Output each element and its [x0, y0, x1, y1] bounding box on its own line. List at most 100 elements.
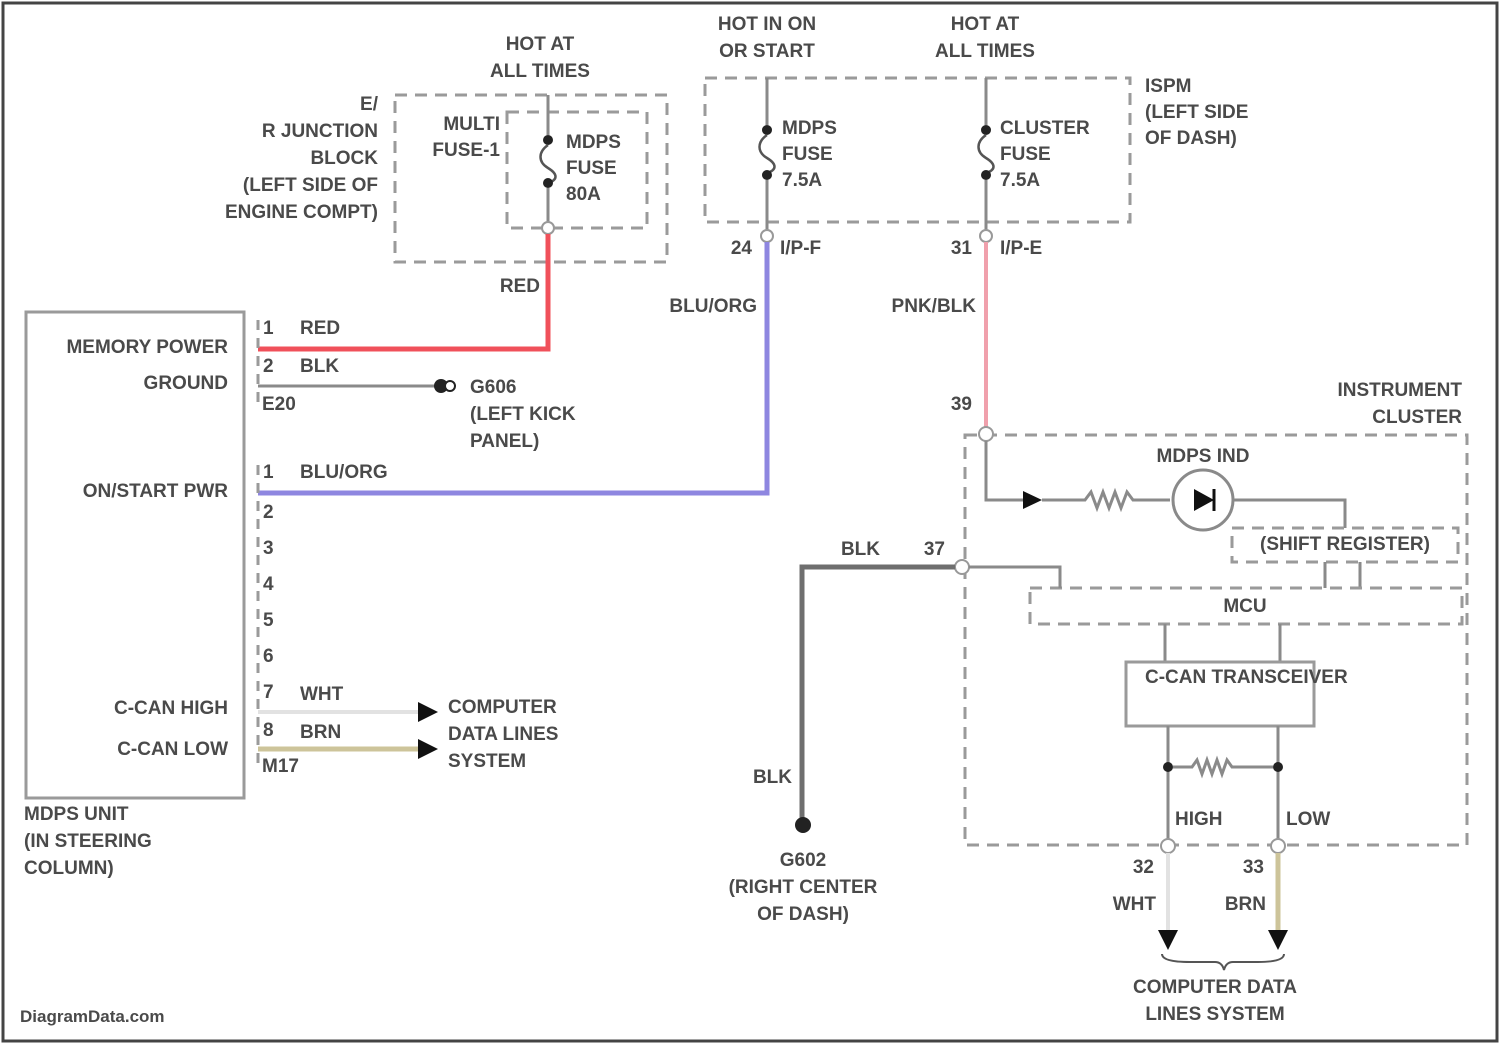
cluster-name-2: CLUSTER — [1372, 407, 1462, 428]
cluster-pin-39-label: 39 — [951, 394, 972, 415]
ground-g606-eyelet — [445, 381, 455, 391]
mdps-fuse-label-1: MDPS — [566, 132, 621, 153]
mdps-indicator-label: MDPS IND — [1157, 446, 1250, 467]
mdps-row-label-on-start-pwr: ON/START PWR — [83, 481, 229, 502]
ispm-label-3: OF DASH) — [1145, 128, 1237, 149]
pin-5-m17: 5 — [263, 610, 274, 631]
cluster-fuse-top-terminal — [981, 125, 991, 135]
mdps-unit: MEMORY POWER GROUND ON/START PWR C-CAN H… — [24, 312, 388, 879]
cluster-pin-39 — [979, 427, 993, 441]
junction-wire-color: RED — [500, 276, 540, 297]
termination-resistor-symbol — [1173, 760, 1273, 774]
junction-block-label-4: (LEFT SIDE OF — [243, 175, 378, 196]
mdps-unit-name-2: (IN STEERING — [24, 831, 152, 852]
can-transceiver-label: C-CAN TRANSCEIVER — [1145, 667, 1348, 688]
mdps-fuse-top-terminal — [762, 125, 772, 135]
cdl-right-line2: LINES SYSTEM — [1145, 1004, 1284, 1025]
cluster-can-high-arrow-icon — [1158, 930, 1178, 950]
ispm-label-2: (LEFT SIDE — [1145, 102, 1248, 123]
cluster-ground-internal-wire — [969, 567, 1060, 588]
mdps-7-5a-fuse-symbol — [760, 135, 775, 173]
resistor-symbol — [1042, 492, 1170, 508]
ispm-pin-24-label: 24 — [731, 238, 753, 259]
hot-in-on-or-start-line2: OR START — [719, 41, 815, 62]
indicator-out-wire — [1233, 500, 1345, 528]
mdps-fuse-bottom-terminal — [762, 170, 772, 180]
ground-g606: G606 (LEFT KICK PANEL) — [258, 377, 576, 452]
cluster-pin-37 — [955, 560, 969, 574]
hot-at-all-times-2-line1: HOT AT — [951, 14, 1020, 35]
mdps-unit-name-3: COLUMN) — [24, 858, 114, 879]
pin-3-m17: 3 — [263, 538, 274, 559]
cluster-pin-32 — [1161, 839, 1175, 853]
c-can-high-arrow-icon — [418, 702, 438, 722]
cdl-bracket — [1162, 954, 1284, 970]
wire-pnk-blk-label: PNK/BLK — [892, 296, 977, 317]
cluster-ground-wire-label: BLK — [841, 539, 880, 560]
cluster-name-1: INSTRUMENT — [1337, 380, 1462, 401]
cdl-left-line3: SYSTEM — [448, 751, 526, 772]
mdps-row-label-memory-power: MEMORY POWER — [66, 337, 228, 358]
pin-2-m17: 2 — [263, 502, 274, 523]
wire-blu-org-label: BLU/ORG — [669, 296, 757, 317]
mdps-80a-fuse-symbol — [541, 145, 556, 183]
hot-in-on-or-start-line1: HOT IN ON — [718, 14, 816, 35]
wire-label-red: RED — [300, 318, 340, 339]
shift-register-label: (SHIFT REGISTER) — [1260, 534, 1430, 555]
cluster-pin-33 — [1271, 839, 1285, 853]
cluster-pin-33-label: 33 — [1243, 857, 1264, 878]
mcu-label: MCU — [1223, 596, 1266, 617]
ispm-mdps-fuse-label-1: MDPS — [782, 118, 837, 139]
junction-output-pin — [542, 222, 554, 234]
hot-at-all-times-1-line1: HOT AT — [506, 34, 575, 55]
junction-block-outline — [395, 95, 667, 262]
mdps-unit-name-1: MDPS UNIT — [24, 804, 129, 825]
mdps-fuse-label-2: FUSE — [566, 158, 617, 179]
ispm-conn-ipf-label: I/P-F — [780, 238, 821, 259]
cdl-left-line1: COMPUTER — [448, 697, 557, 718]
cluster-pin-32-label: 32 — [1133, 857, 1154, 878]
fuse-terminal-top — [543, 135, 553, 145]
pin-6-m17: 6 — [263, 646, 274, 667]
pin-1-m17: 1 — [263, 462, 274, 483]
ground-g602-terminal — [795, 817, 811, 833]
ground-g602-label: G602 — [780, 850, 826, 871]
blk-cluster-ground-wire — [802, 567, 955, 818]
multi-fuse-label-1: MULTI — [443, 114, 500, 135]
ispm-outline — [705, 78, 1130, 222]
mdps-fuse-label-3: 80A — [566, 184, 601, 205]
junction-block-label-2: R JUNCTION — [262, 121, 378, 142]
cluster-power-wire — [986, 441, 1025, 500]
cluster-power-arrow-icon — [1023, 491, 1042, 509]
wire-label-brn: BRN — [300, 722, 341, 743]
junction-block-label-1: E/ — [360, 94, 379, 115]
mdps-row-label-c-can-low: C-CAN LOW — [117, 739, 228, 760]
hot-at-all-times-1-line2: ALL TIMES — [490, 61, 590, 82]
pin-8-m17: 8 — [263, 720, 274, 741]
ground-g606-label: G606 — [470, 377, 516, 398]
cluster-wire-brn-label: BRN — [1225, 894, 1266, 915]
cluster-pin-37-label: 37 — [924, 539, 945, 560]
ground-g606-location-1: (LEFT KICK — [470, 404, 576, 425]
fuse-terminal-bottom — [543, 178, 553, 188]
pin-2-e20: 2 — [263, 356, 274, 377]
ground-g602-location-2: OF DASH) — [757, 904, 849, 925]
cluster-7-5a-fuse-symbol — [979, 135, 994, 173]
can-high-label: HIGH — [1175, 809, 1223, 830]
watermark: DiagramData.com — [20, 1007, 165, 1026]
wire-label-blu-org: BLU/ORG — [300, 462, 388, 483]
ground-g606-location-2: PANEL) — [470, 431, 539, 452]
cluster-fuse-bottom-terminal — [981, 170, 991, 180]
er-junction-block: E/ R JUNCTION BLOCK (LEFT SIDE OF ENGINE… — [225, 94, 667, 297]
ispm-label-1: ISPM — [1145, 76, 1191, 97]
wire-label-wht: WHT — [300, 684, 344, 705]
ispm-cluster-fuse-label-1: CLUSTER — [1000, 118, 1090, 139]
connector-m17-label: M17 — [262, 756, 299, 777]
ispm-mdps-fuse-label-2: FUSE — [782, 144, 833, 165]
c-can-low-arrow-icon — [418, 739, 438, 759]
ispm-conn-ipe-label: I/P-E — [1000, 238, 1042, 259]
cdl-left-line2: DATA LINES — [448, 724, 558, 745]
hot-at-all-times-2-line2: ALL TIMES — [935, 41, 1035, 62]
ispm-mdps-fuse-label-3: 7.5A — [782, 170, 822, 191]
